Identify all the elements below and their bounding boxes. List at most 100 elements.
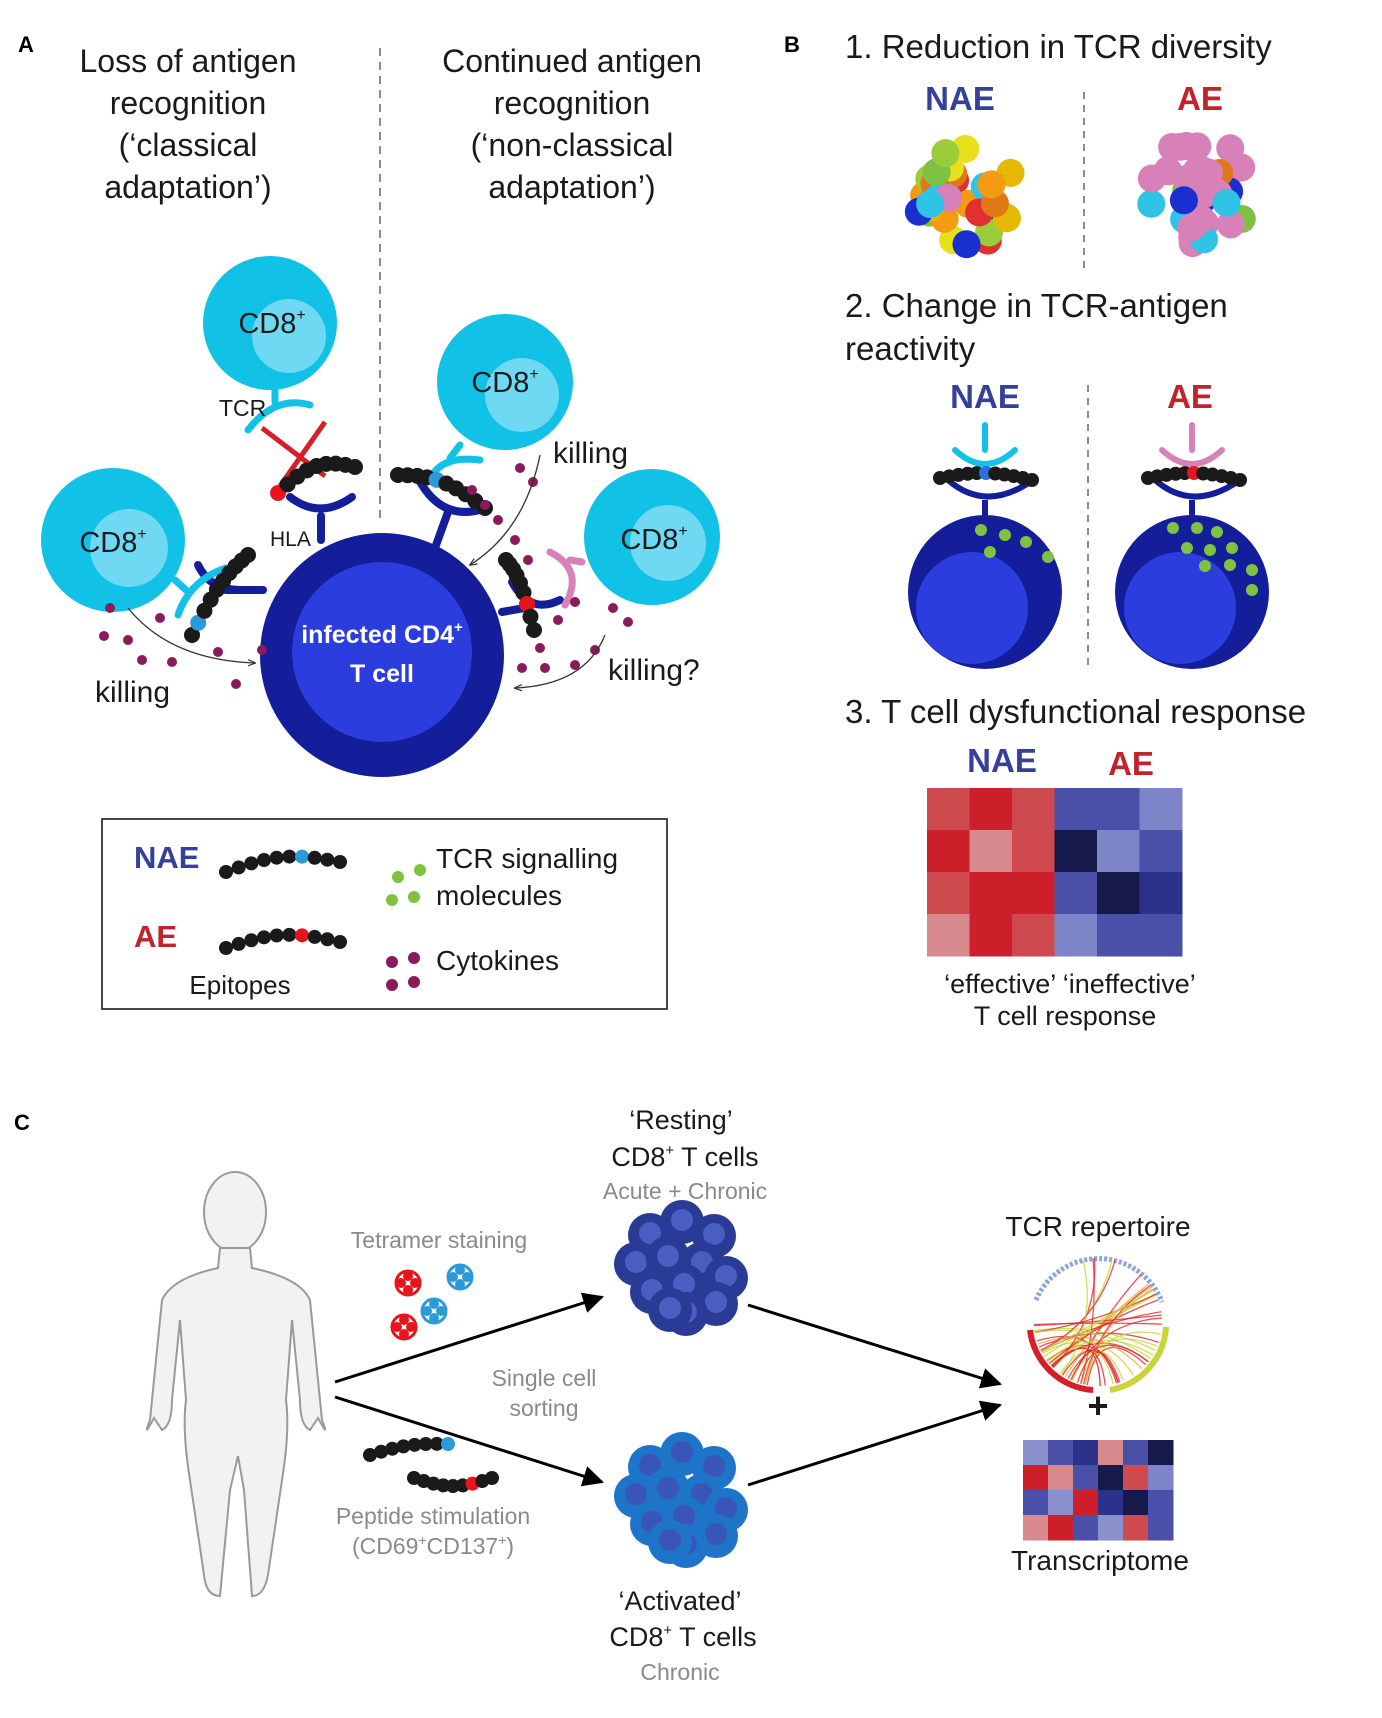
peptide-stimulation-label: Peptide stimulation xyxy=(336,1503,530,1529)
epitope-bead xyxy=(363,1448,377,1462)
signalling-dot xyxy=(1181,542,1193,554)
epitope-bead xyxy=(282,849,297,864)
legend-cytokines-label: Cytokines xyxy=(436,945,559,976)
b3-nae-label: NAE xyxy=(967,742,1037,779)
heatmap-cell xyxy=(1148,1440,1174,1466)
cytokine-dot xyxy=(123,635,133,645)
heatmap-cell xyxy=(969,914,1013,957)
hla-right-top-cup xyxy=(414,474,484,516)
epitope-bead xyxy=(244,856,259,871)
epitope-bead xyxy=(1233,473,1247,487)
heatmap-cell xyxy=(1139,872,1183,915)
cytokine-dot xyxy=(137,655,147,665)
heatmap-cell xyxy=(1023,1490,1049,1516)
tcr-top xyxy=(244,386,314,434)
tcr-clone-dot xyxy=(1187,205,1216,234)
chord-link xyxy=(1061,1259,1088,1376)
tcr-clone-dot xyxy=(1216,210,1245,239)
epitope-bead xyxy=(219,865,233,879)
tetramer-icon xyxy=(390,1313,418,1341)
single-cell-sorting-label-2: sorting xyxy=(509,1395,578,1421)
cytokine-dot xyxy=(213,647,223,657)
cytokine-dot xyxy=(386,979,398,991)
tcr-clone-dot xyxy=(916,190,945,219)
panel-a-left-heading: Loss of antigen recognition (‘classical … xyxy=(79,43,296,205)
signalling-dot xyxy=(1226,542,1238,554)
heatmap-cell xyxy=(1012,788,1055,831)
panel-c-letter: C xyxy=(14,1110,30,1135)
heatmap-cell xyxy=(927,914,970,957)
tetramer-icons xyxy=(390,1263,474,1341)
activated-cd8-label: CD8+ T cells xyxy=(609,1622,756,1652)
heatmap-cell xyxy=(1097,788,1140,831)
cytokine-dot xyxy=(623,617,633,627)
chord-link xyxy=(1071,1338,1158,1381)
heatmap-cell xyxy=(1123,1465,1149,1491)
cd8-label-top: CD8+ xyxy=(238,307,305,340)
epitope-bead xyxy=(295,849,309,864)
tcr-clone-dot xyxy=(1137,164,1166,193)
chord-segment xyxy=(1033,1256,1165,1303)
heatmap-cell xyxy=(1054,830,1098,873)
epitope-bead xyxy=(429,1436,444,1451)
hla-top-cup xyxy=(286,493,356,513)
tcr-signalling-molecules-ae xyxy=(1167,522,1258,596)
heatmap-cell xyxy=(1054,914,1098,957)
ae-restricted-cluster xyxy=(1137,132,1256,258)
transcriptome-heatmap xyxy=(1023,1440,1174,1541)
heatmap-cell xyxy=(1148,1515,1174,1541)
chord-link xyxy=(1061,1349,1119,1383)
b2-ae-cell xyxy=(1115,422,1269,669)
signalling-dot xyxy=(1167,522,1179,534)
epitope-bead xyxy=(269,850,284,865)
dysfunction-heatmap xyxy=(927,788,1183,957)
right-heading-line-3: (‘non-classical xyxy=(471,127,674,163)
heatmap-cell xyxy=(1098,1490,1124,1516)
cd8-cell-top: CD8+ xyxy=(203,256,337,434)
signalling-dot xyxy=(1211,526,1223,538)
epitope-bead xyxy=(190,614,207,631)
cd8-cell-top-right: CD8+ xyxy=(426,314,573,484)
epitope-bead xyxy=(519,596,535,613)
panel-a-right-heading: Continued antigen recognition (‘non-clas… xyxy=(442,43,702,205)
tcr-signalling-molecules-nae xyxy=(975,524,1054,563)
heatmap-cell xyxy=(1023,1515,1049,1541)
right-heading-line-4: adaptation’) xyxy=(488,169,655,205)
cd8-label-right: CD8+ xyxy=(620,523,687,556)
heatmap-cell xyxy=(1139,830,1183,873)
signalling-dot xyxy=(1224,559,1236,571)
arrow-resting-to-output xyxy=(747,1303,1003,1389)
activated-cell xyxy=(648,1520,692,1564)
left-heading-line-3: (‘classical xyxy=(119,127,258,163)
legend-box: NAE AE Epitopes TCR signalling molecules… xyxy=(101,818,668,1010)
panel-a-letter: A xyxy=(18,32,34,57)
response-label-2: T cell response xyxy=(974,1001,1157,1031)
signalling-dot xyxy=(392,871,404,883)
epitope-bead xyxy=(396,1439,411,1454)
cytokine-dot xyxy=(231,679,241,689)
killing-arrow-top-right xyxy=(470,454,541,565)
tcr-clone-dot xyxy=(977,170,1006,199)
epitope-bead xyxy=(231,936,246,951)
signalling-dot xyxy=(1246,584,1258,596)
killing-arrow-left xyxy=(127,607,255,663)
cd4-cell-nucleus xyxy=(292,562,472,742)
tetramer-icon xyxy=(420,1297,448,1325)
signalling-dot xyxy=(1246,564,1258,576)
epitope-bead xyxy=(347,459,363,475)
epitope-bead xyxy=(184,627,200,643)
infected-cd4-cell: infected CD4+ T cell xyxy=(260,533,504,777)
signalling-dot xyxy=(1204,544,1216,556)
tcr-clone-dot xyxy=(1169,186,1198,215)
cytokine-dot xyxy=(257,645,267,655)
cytokine-dot xyxy=(493,515,503,525)
epitope-bead xyxy=(269,928,284,943)
heatmap-cell xyxy=(969,830,1013,873)
transcriptome-label: Transcriptome xyxy=(1011,1545,1189,1576)
chord-segment xyxy=(1109,1326,1169,1393)
heatmap-cell xyxy=(1012,914,1055,957)
heatmap-cell xyxy=(1098,1465,1124,1491)
heatmap-cell xyxy=(1048,1490,1074,1516)
heatmap-cell xyxy=(1098,1440,1124,1466)
